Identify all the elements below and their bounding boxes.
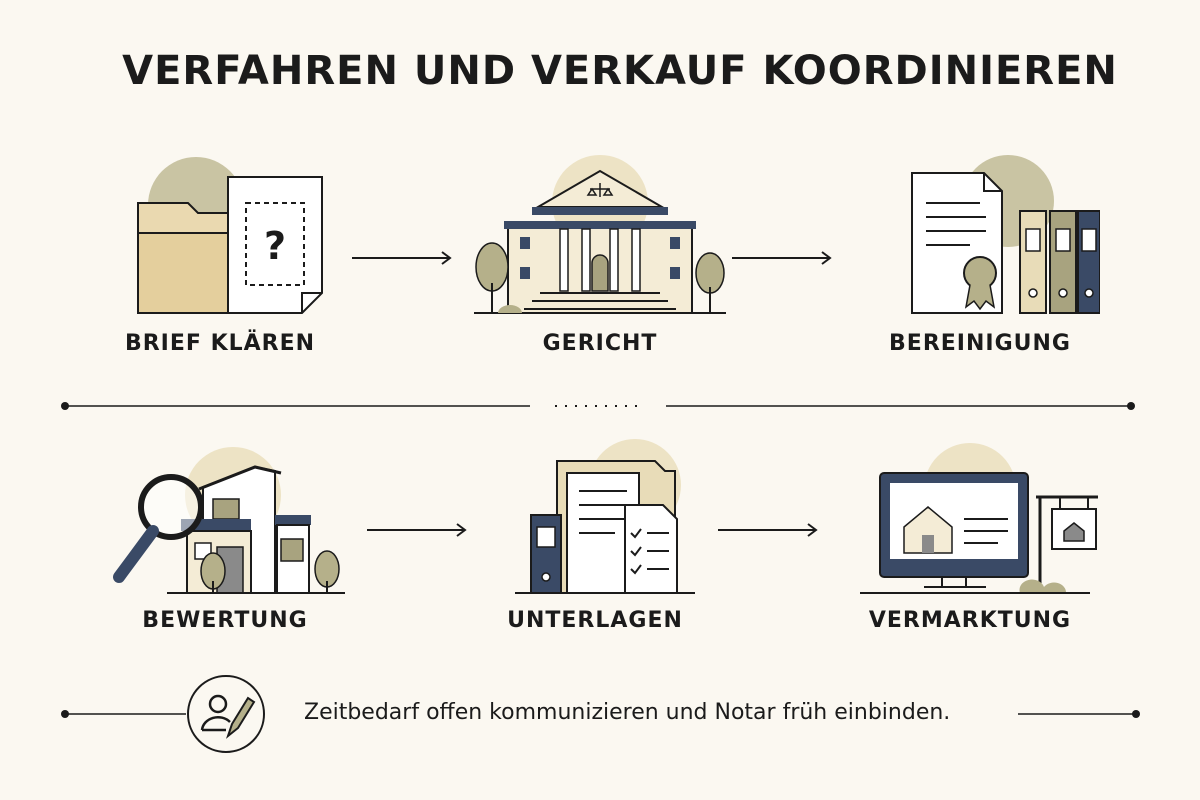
step-bewertung: BEWERTUNG xyxy=(65,435,385,633)
step-label: GERICHT xyxy=(542,331,658,356)
step-label: BRIEF KLÄREN xyxy=(124,331,316,356)
footer-text: Zeitbedarf offen kommunizieren und Notar… xyxy=(304,700,951,725)
step-gericht: GERICHT xyxy=(440,155,760,356)
step-label: BEWERTUNG xyxy=(142,608,308,633)
section-divider xyxy=(61,402,1135,410)
step-vermarktung: VERMARKTUNG xyxy=(810,435,1130,633)
certificate-binders-icon xyxy=(911,155,1100,314)
courthouse-icon xyxy=(474,155,726,314)
step-label: VERMARKTUNG xyxy=(868,608,1072,633)
step-unterlagen: UNTERLAGEN xyxy=(435,435,755,633)
page-title: VERFAHREN UND VERKAUF KOORDINIEREN xyxy=(122,48,1118,94)
step-label: UNTERLAGEN xyxy=(507,608,683,633)
step-brief-klaeren: ? BRIEF KLÄREN xyxy=(60,155,380,356)
footer-line xyxy=(61,710,1140,718)
arrow-right-icon xyxy=(352,251,452,265)
arrow-right-icon xyxy=(367,523,467,537)
arrow-right-icon xyxy=(732,251,832,265)
step-bereinigung: BEREINIGUNG xyxy=(820,155,1140,356)
svg-text:?: ? xyxy=(264,224,286,268)
folder-question-icon: ? xyxy=(137,157,323,314)
arrow-right-icon xyxy=(718,523,818,537)
documents-checklist-icon xyxy=(515,439,695,594)
house-magnifier-icon xyxy=(113,447,345,594)
step-label: BEREINIGUNG xyxy=(889,331,1071,356)
monitor-sale-sign-icon xyxy=(860,443,1098,594)
footer-note: Zeitbedarf offen kommunizieren und Notar… xyxy=(60,668,1145,760)
person-pen-icon xyxy=(187,675,265,753)
